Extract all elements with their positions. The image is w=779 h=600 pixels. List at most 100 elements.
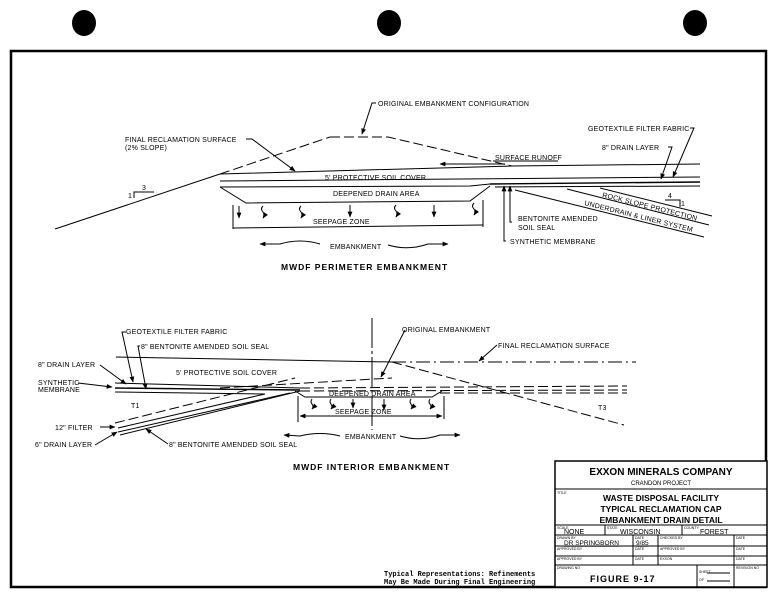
perimeter-title: MWDF PERIMETER EMBANKMENT xyxy=(281,262,448,272)
date-caption: DATE xyxy=(635,536,645,540)
scale-value: NONE xyxy=(564,529,585,536)
perimeter-embankment-section: 3 1 4 1 ORIGINAL EMBANKMENT CONFIGURATIO… xyxy=(54,101,713,272)
label-interior-final-surface: FINAL RECLAMATION SURFACE xyxy=(498,343,610,350)
perimeter-protective-cover-top xyxy=(219,163,701,175)
date-caption-3: DATE xyxy=(635,547,645,551)
date-value: 9/85 xyxy=(636,540,649,547)
label-final-surface: FINAL RECLAMATION SURFACE xyxy=(125,137,237,144)
date-caption-4: DATE xyxy=(736,547,746,551)
slope-marker-right xyxy=(665,199,681,207)
interior-layer-3 xyxy=(114,391,266,395)
interior-embankment-arrow-right xyxy=(399,432,461,440)
label-deepened-drain: DEEPENED DRAIN AREA xyxy=(333,191,420,198)
perimeter-geotextile-line xyxy=(494,185,701,188)
interior-embankment-arrow-left xyxy=(283,432,341,438)
revision-caption: REVISION NO xyxy=(736,566,759,570)
binder-hole-right xyxy=(683,10,707,36)
embankment-arrow-left xyxy=(259,240,321,247)
leader-bentonite xyxy=(507,185,513,223)
label-protective-cover: 5' PROTECTIVE SOIL COVER xyxy=(325,175,426,182)
leader-geotextile xyxy=(672,127,695,178)
perimeter-drain-box xyxy=(219,185,491,204)
leader-original-config xyxy=(361,102,376,135)
note-line-2: May Be Made During Final Engineering xyxy=(384,579,535,587)
exxon-caption: EXXON xyxy=(660,557,673,561)
slope-right-h: 4 xyxy=(668,193,672,200)
approved-by-caption-3: APPROVED BY xyxy=(557,557,583,561)
label-interior-bentonite-bottom: 8" BENTONITE AMENDED SOIL SEAL xyxy=(169,442,297,449)
perimeter-original-crest xyxy=(330,136,513,167)
label-drain-layer: 8" DRAIN LAYER xyxy=(602,145,659,152)
county-value: FOREST xyxy=(700,529,729,536)
leader-interior-6-drain xyxy=(94,431,118,446)
leader-interior-bentonite-bottom xyxy=(145,428,169,445)
interior-title: MWDF INTERIOR EMBANKMENT xyxy=(293,462,450,472)
label-final-slope: (2% SLOPE) xyxy=(125,145,167,152)
interior-filter-line-3 xyxy=(119,390,301,436)
label-interior-original: ORIGINAL EMBANKMENT xyxy=(402,327,491,334)
slope-right-v: 1 xyxy=(681,201,685,208)
title-block-title-2: TYPICAL RECLAMATION CAP xyxy=(600,504,721,514)
interior-layer-right-1 xyxy=(299,385,628,389)
state-value: WISCONSIN xyxy=(620,529,660,536)
leader-final-surface xyxy=(246,138,296,172)
slope-marker-left xyxy=(133,191,154,198)
binder-hole-left xyxy=(72,10,96,36)
title-block-company: EXXON MINERALS COMPANY xyxy=(589,467,732,478)
leader-interior-final-surface xyxy=(478,344,498,362)
label-bentonite-1: BENTONITE AMENDED xyxy=(518,216,598,223)
label-interior-filter: 12" FILTER xyxy=(55,425,93,432)
checked-by-caption: CHECKED BY xyxy=(660,536,683,540)
interior-layer-right-2 xyxy=(299,389,628,392)
label-bentonite-2: SOIL SEAL xyxy=(518,225,555,232)
label-interior-drain-layer: 8" DRAIN LAYER xyxy=(38,362,95,369)
date-caption-6: DATE xyxy=(736,557,746,561)
leader-drain-layer xyxy=(660,146,673,180)
leader-interior-drain-layer xyxy=(99,364,127,385)
label-interior-protective-cover: 5' PROTECTIVE SOIL COVER xyxy=(176,370,277,377)
interior-embankment-section: GEOTEXTILE FILTER FABRIC 8" BENTONITE AM… xyxy=(35,318,636,472)
interior-drain-box xyxy=(294,390,443,398)
interior-filter-line-2 xyxy=(117,392,291,433)
label-seepage-zone: SEEPAGE ZONE xyxy=(313,219,370,226)
perimeter-drain-top xyxy=(219,183,491,188)
date-caption-5: DATE xyxy=(635,557,645,561)
embankment-arrow-right xyxy=(387,241,449,249)
leader-interior-synthetic xyxy=(77,382,113,389)
label-embankment: EMBANKMENT xyxy=(330,244,382,251)
note-line-1: Typical Representations: Refinements xyxy=(384,571,535,579)
seepage-arrows xyxy=(236,202,479,219)
scale-caption: SCALE xyxy=(557,526,569,530)
title-caption: TITLE xyxy=(557,491,567,495)
leader-interior-original xyxy=(380,329,406,378)
label-geotextile: GEOTEXTILE FILTER FABRIC xyxy=(588,126,690,133)
interior-original-slope xyxy=(391,361,625,426)
county-caption: COUNTY xyxy=(684,526,699,530)
interior-filter-line-1 xyxy=(117,393,266,429)
interior-seepage-arrows xyxy=(310,398,436,411)
leader-synthetic-membrane xyxy=(501,185,507,242)
perimeter-left-slope xyxy=(54,173,221,230)
approved-by-caption-2: APPROVED BY xyxy=(660,547,686,551)
label-t3: T3 xyxy=(598,405,607,412)
title-block-title-3: EMBANKMENT DRAIN DETAIL xyxy=(599,515,722,525)
state-caption: STATE xyxy=(607,526,618,530)
title-block-title-1: WASTE DISPOSAL FACILITY xyxy=(603,493,719,503)
title-block: EXXON MINERALS COMPANY CRANDON PROJECT T… xyxy=(554,460,768,588)
label-interior-geotextile: GEOTEXTILE FILTER FABRIC xyxy=(126,329,228,336)
label-interior-bentonite-top: 8" BENTONITE AMENDED SOIL SEAL xyxy=(141,344,269,351)
label-interior-synthetic-1: SYNTHETIC xyxy=(38,380,79,387)
drawn-by-value: DR SPRINGBORN xyxy=(564,540,619,547)
perimeter-drain-layer-top xyxy=(219,176,701,182)
perimeter-drain-layer-line xyxy=(489,181,701,185)
label-interior-synthetic-2: MEMBRANE xyxy=(38,387,80,394)
drawn-by-caption: DRAWN BY xyxy=(557,536,576,540)
interior-final-surface-left xyxy=(115,356,393,363)
slope-left-v: 1 xyxy=(128,193,132,200)
perimeter-liner-slope-1 xyxy=(514,189,705,238)
drawing-no-value: FIGURE 9-17 xyxy=(590,574,656,584)
date-caption-2: DATE xyxy=(736,536,746,540)
label-synthetic-membrane: SYNTHETIC MEMBRANE xyxy=(510,239,596,246)
of-caption: OF xyxy=(699,578,704,582)
